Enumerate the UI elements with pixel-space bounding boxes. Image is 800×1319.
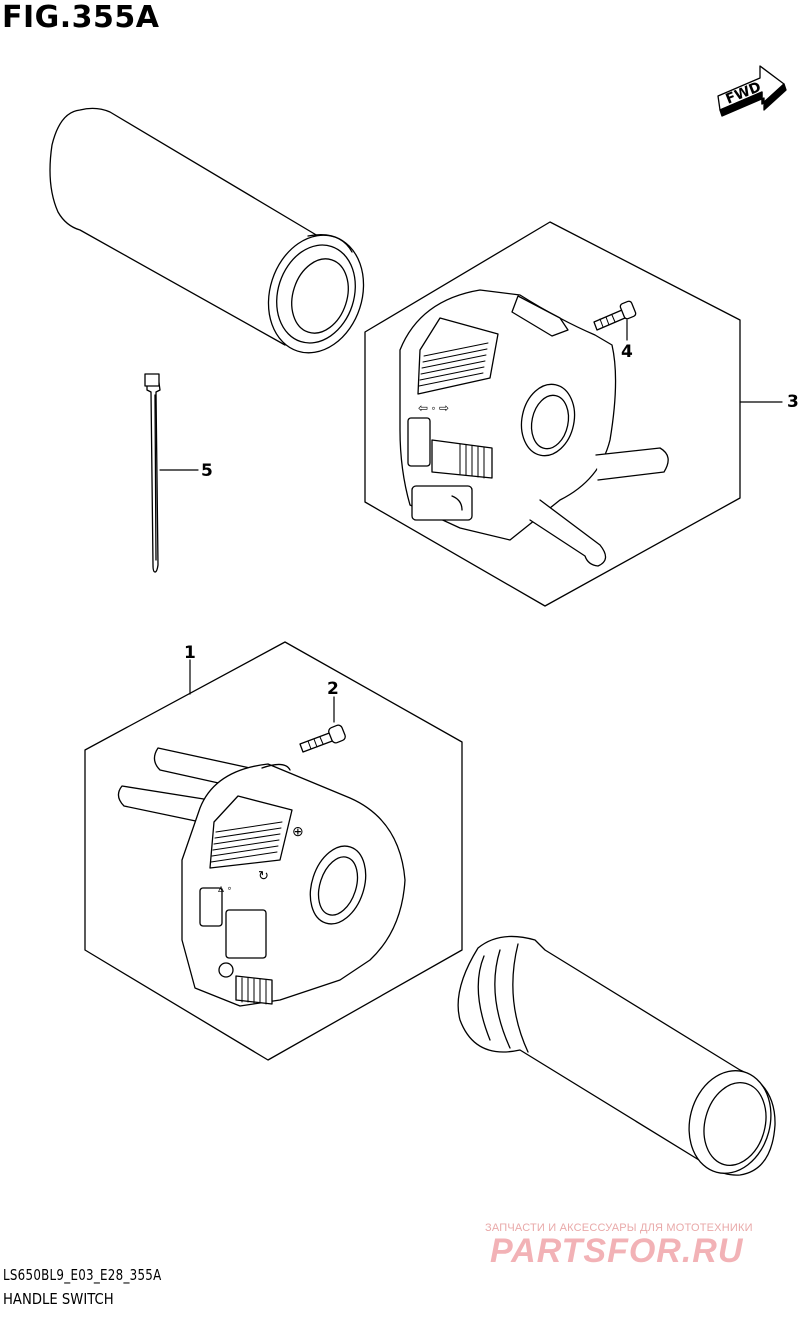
right-switch-frame: [364, 221, 741, 607]
svg-text:▵ ◦: ▵ ◦: [218, 881, 232, 895]
page-caption: HANDLE SWITCH: [3, 1290, 114, 1308]
left-grip: [49, 107, 365, 354]
left-handle-switch: ▵ ◦ ⊕ ↻: [117, 747, 406, 1007]
leader-lines: [159, 319, 783, 723]
svg-text:⊕: ⊕: [292, 823, 304, 839]
model-code: LS650BL9_E03_E28_355A: [3, 1266, 162, 1284]
left-switch-frame: [84, 641, 463, 1061]
callout-4[interactable]: 4: [621, 342, 633, 362]
callout-2[interactable]: 2: [327, 679, 339, 699]
watermark-tagline: ЗАПЧАСТИ И АКСЕССУАРЫ ДЛЯ МОТОТЕХНИКИ: [485, 1222, 753, 1234]
callout-3[interactable]: 3: [787, 392, 799, 412]
cable-tie: [144, 373, 161, 573]
right-grip: [457, 935, 776, 1176]
figure-title: FIG.355A: [2, 0, 160, 35]
right-handle-switch: ⇦ ◦ ⇨: [399, 289, 669, 567]
right-switch-screw: [593, 300, 637, 331]
callout-1[interactable]: 1: [184, 643, 196, 663]
svg-text:⇦ ◦ ⇨: ⇦ ◦ ⇨: [418, 401, 449, 415]
fwd-arrow-icon: FWD: [717, 65, 787, 117]
watermark-logo: PARTSFOR.RU: [490, 1232, 744, 1270]
callout-5[interactable]: 5: [201, 461, 213, 481]
svg-text:↻: ↻: [258, 868, 269, 883]
left-switch-screw: [299, 724, 346, 753]
